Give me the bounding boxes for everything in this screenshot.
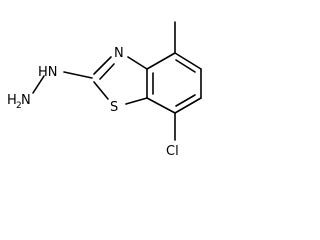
atom-h2n-h: H (7, 93, 17, 108)
atom-labels: HN H 2 N N S Cl (7, 46, 179, 159)
bond-inner-c4-c5 (175, 59, 196, 73)
atom-h2n-subscript: 2 (16, 101, 22, 111)
bond-n-n (32, 75, 45, 94)
bond-c6-c7 (174, 97, 202, 114)
bond-c3a-c4 (146, 52, 176, 70)
atom-cl-label: Cl (166, 144, 179, 159)
bond-c4-c5 (174, 52, 202, 70)
bond-n3-c3a (127, 56, 148, 70)
atom-h2n-n: N (21, 93, 31, 108)
bond-inner-c6-c7 (175, 94, 196, 107)
bond-c2-n3-double-b (99, 63, 115, 80)
bond-c2-s1 (93, 81, 109, 100)
chemical-structure: HN H 2 N N S Cl (7, 21, 202, 159)
bond-s1-c7a (125, 97, 148, 105)
bonds (32, 21, 202, 141)
bond-c7-c7a (146, 97, 176, 114)
atom-hn-label: HN (38, 65, 58, 80)
atom-s-ring-label: S (110, 100, 118, 115)
bond-nh-c2 (63, 71, 93, 79)
atom-n-ring-label: N (114, 46, 124, 61)
bond-c2-n3-double-a (93, 56, 112, 75)
